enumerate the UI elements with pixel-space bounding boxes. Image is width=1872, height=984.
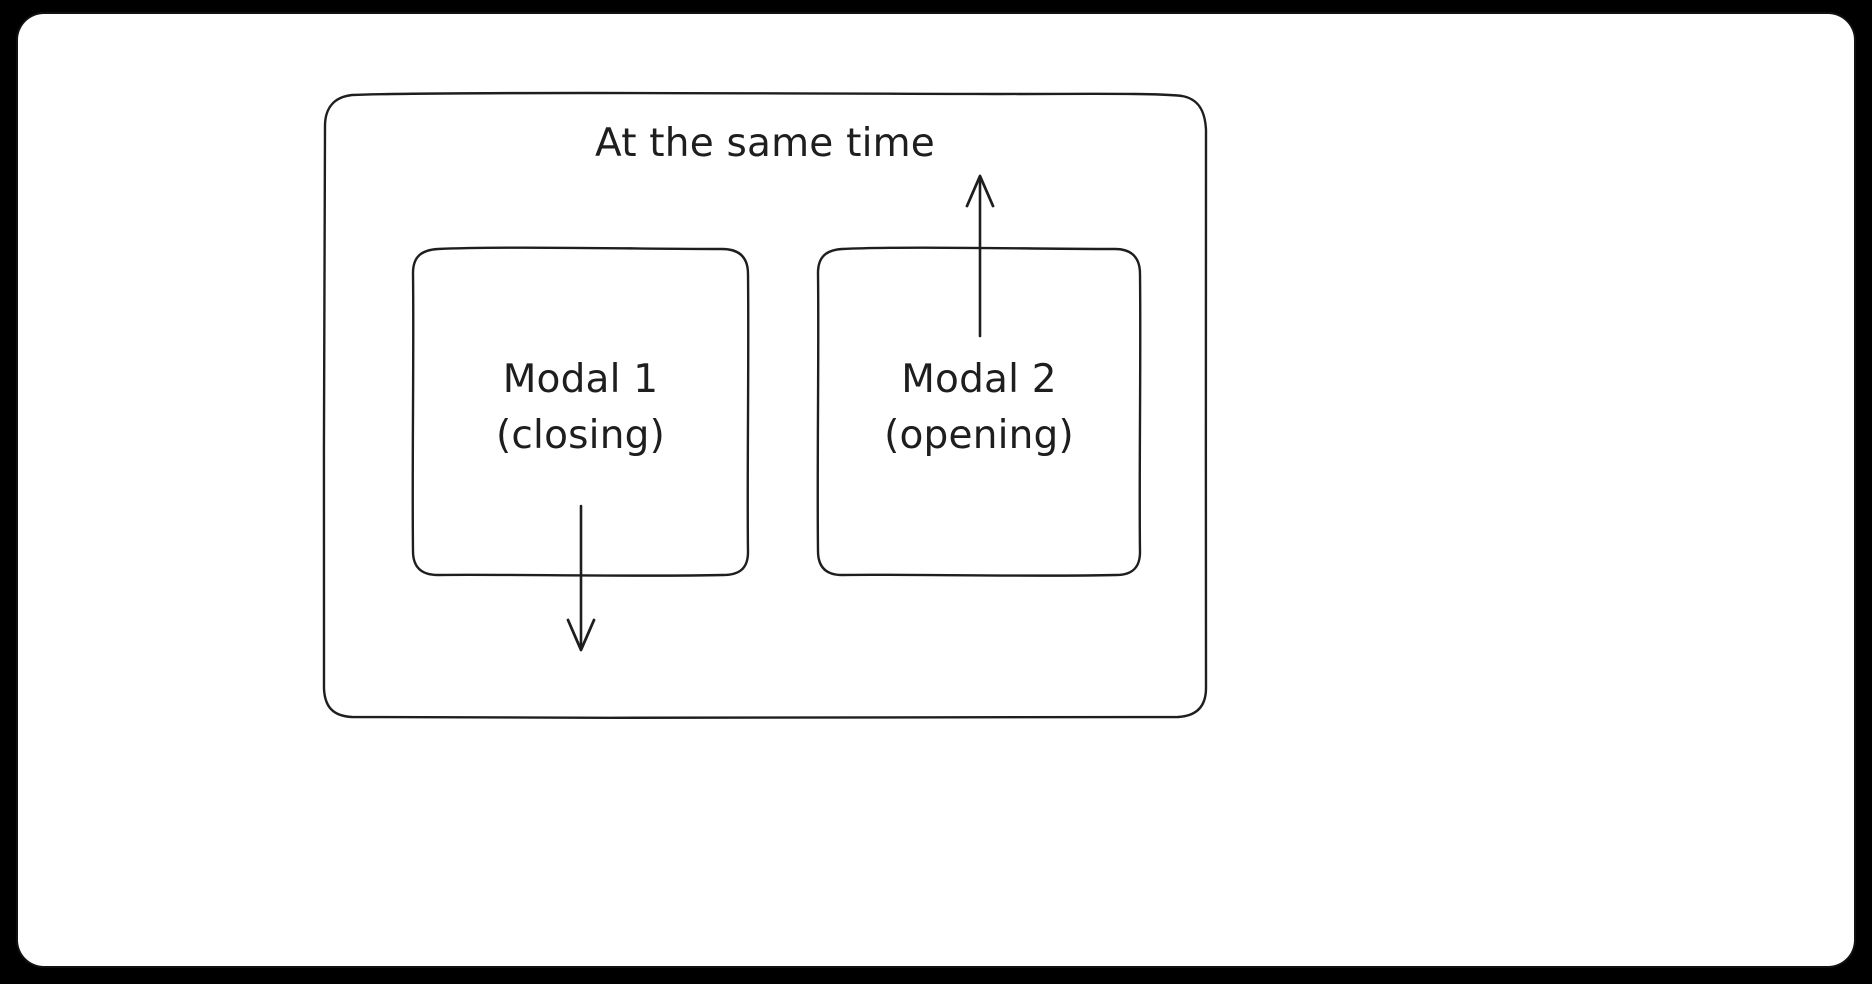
modal-1-label: Modal 1 (closing)	[413, 352, 748, 464]
group-title: At the same time	[595, 121, 935, 166]
modal-2-state: (opening)	[884, 413, 1074, 458]
arrow-down-icon[interactable]	[556, 500, 608, 656]
arrow-up-icon[interactable]	[955, 172, 1007, 340]
modal-1-state: (closing)	[496, 413, 665, 458]
modal-2-name: Modal 2	[901, 357, 1057, 402]
modal-1-name: Modal 1	[502, 357, 659, 402]
modal-2-label: Modal 2 (opening)	[818, 352, 1140, 464]
